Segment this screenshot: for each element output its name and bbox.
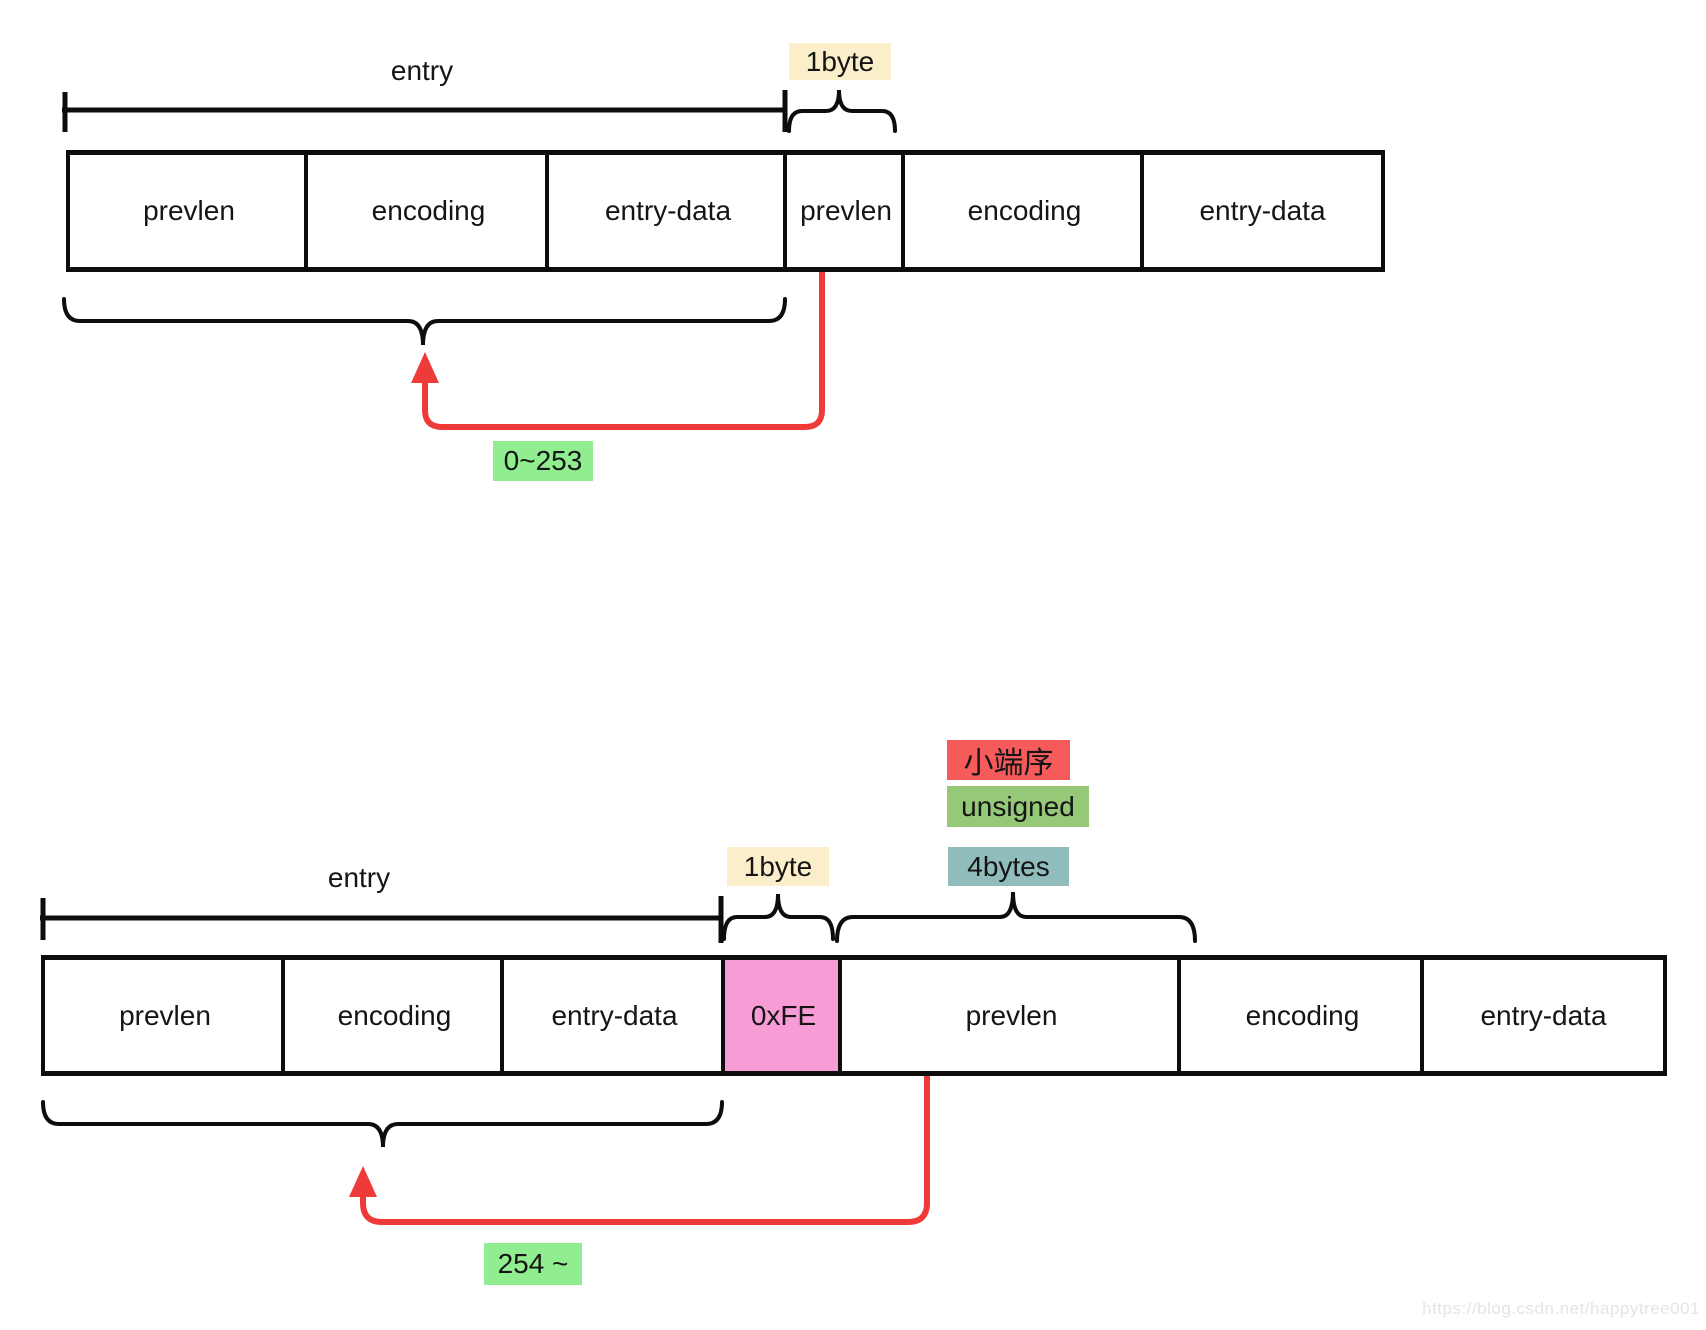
top-1byte-brace: [787, 89, 897, 133]
cell-0xfe-marker: 0xFE: [721, 955, 842, 1076]
top-underbrace: [62, 297, 787, 346]
top-range-tag: 0~253: [493, 441, 593, 481]
csdn-watermark: https://blog.csdn.net/happytree001: [1422, 1299, 1700, 1318]
top-pointer-arrowhead: [411, 352, 439, 383]
bottom-1byte-brace: [722, 893, 835, 941]
cell-encoding: encoding: [304, 150, 549, 272]
little-endian-tag: 小端序: [947, 740, 1070, 781]
top-1byte-tag: 1byte: [789, 43, 891, 80]
bottom-entry-label: entry: [327, 862, 391, 893]
cell-prevlen-1byte: prevlen: [783, 150, 905, 272]
top-pointer-arrow-line: [422, 236, 825, 430]
4bytes-tag: 4bytes: [948, 847, 1069, 886]
bottom-pointer-arrow-line: [360, 1012, 930, 1225]
unsigned-tag: unsigned: [947, 786, 1089, 827]
top-entry-label: entry: [390, 55, 454, 86]
cell-prevlen: prevlen: [66, 150, 308, 272]
cell-encoding: encoding: [1177, 955, 1424, 1076]
cell-entry-data: entry-data: [1140, 150, 1385, 272]
cell-encoding: encoding: [281, 955, 504, 1076]
bottom-range-tag: 254 ~: [484, 1243, 582, 1285]
bottom-pointer-arrowhead: [349, 1166, 377, 1197]
bottom-1byte-tag: 1byte: [727, 847, 829, 886]
cell-entry-data: entry-data: [545, 150, 787, 272]
cell-entry-data: entry-data: [500, 955, 725, 1076]
bottom-4bytes-brace: [835, 891, 1197, 943]
cell-entry-data: entry-data: [1420, 955, 1667, 1076]
cell-encoding: encoding: [901, 150, 1144, 272]
bottom-entry-bracket: [40, 896, 724, 943]
bottom-underbrace: [41, 1100, 724, 1148]
cell-prevlen: prevlen: [41, 955, 285, 1076]
top-entry-bracket: [62, 90, 788, 132]
cell-prevlen-4bytes: prevlen: [838, 955, 1181, 1076]
